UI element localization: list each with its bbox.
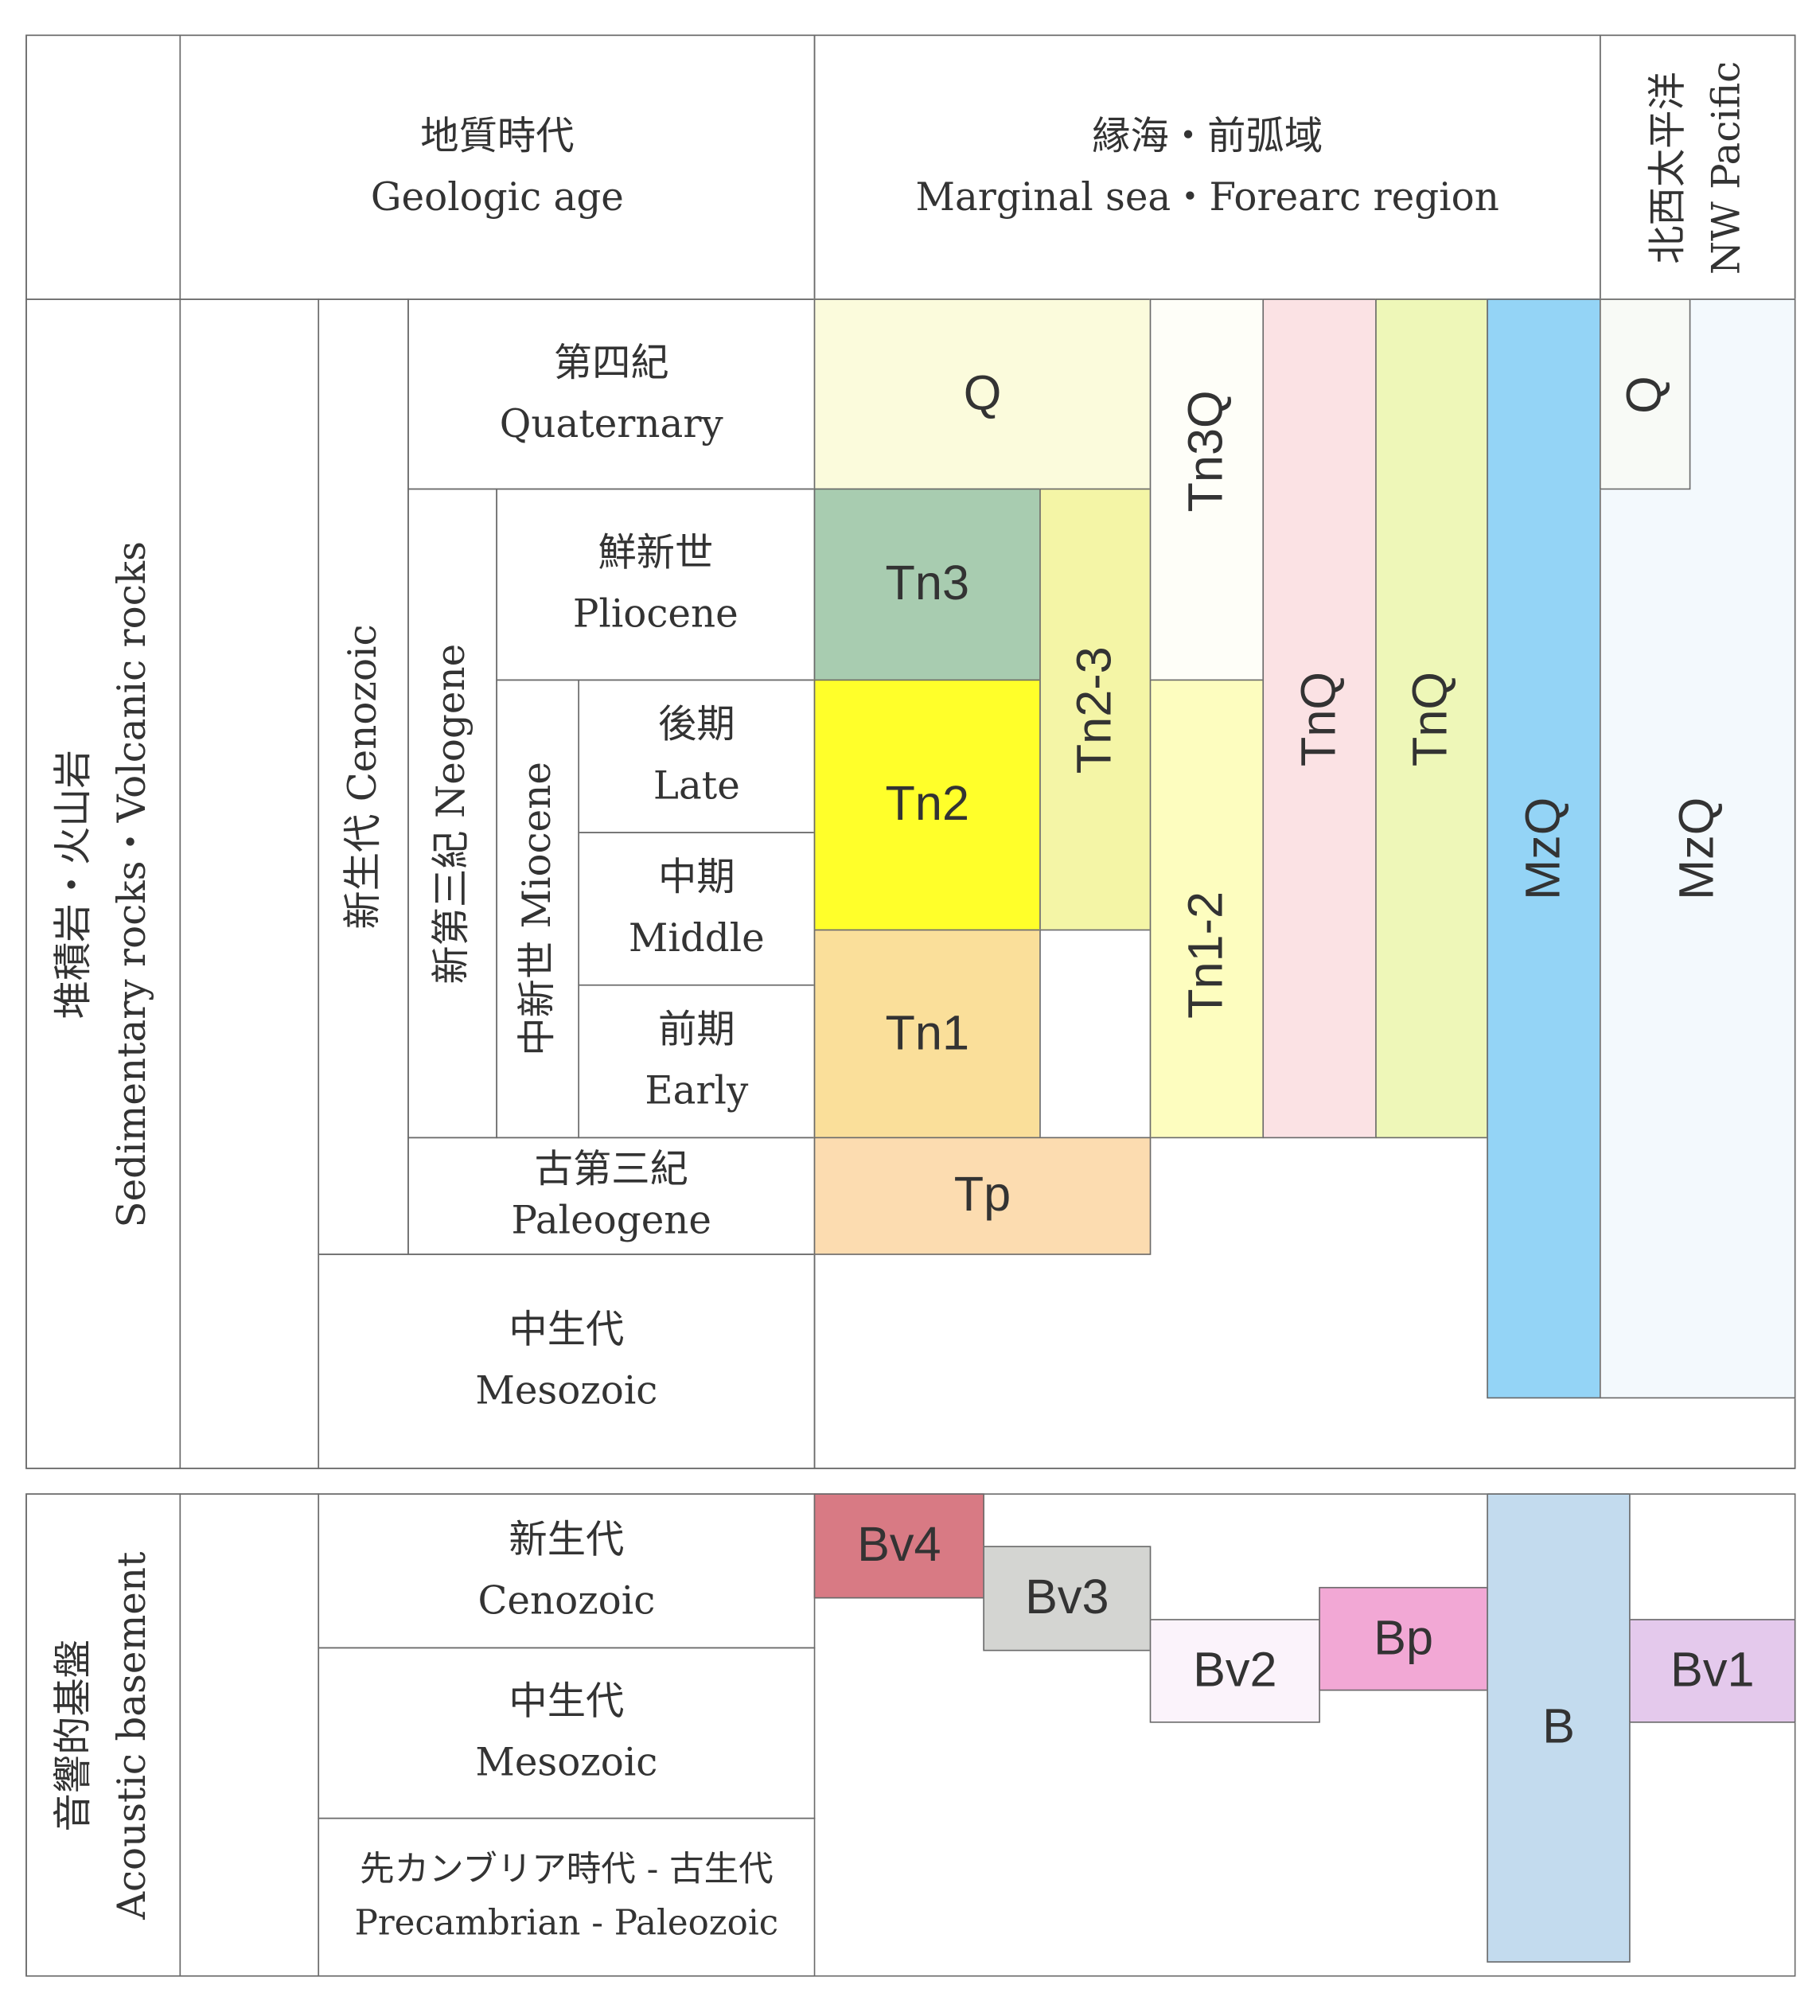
label: Marginal sea・Forearc region xyxy=(915,174,1499,220)
label: Q xyxy=(963,366,1002,421)
cenozoic-col: 新生代 Cenozoic xyxy=(318,298,409,1255)
label: 音響的基盤 xyxy=(50,1639,95,1831)
unit-TnQ-1: TnQ xyxy=(1262,298,1377,1139)
label: Bv3 xyxy=(1025,1570,1109,1625)
unit-Tp: Tp xyxy=(813,1137,1152,1255)
unit-Q-pacific: Q xyxy=(1600,298,1691,490)
label: Bp xyxy=(1374,1611,1434,1666)
unit-Tn3: Tn3 xyxy=(813,488,1041,681)
label: Q xyxy=(1617,375,1672,414)
label: 北西太平洋 xyxy=(1645,71,1690,263)
paleogene-cell: 古第三紀 Paleogene xyxy=(407,1137,816,1255)
label: Bv1 xyxy=(1670,1643,1755,1698)
label: Bv2 xyxy=(1193,1643,1277,1698)
label: 鮮新世 xyxy=(598,530,714,576)
label: Early xyxy=(645,1069,749,1114)
label: MzQ xyxy=(1516,797,1570,900)
label: Tn2-3 xyxy=(1067,645,1122,774)
label: Tn1-2 xyxy=(1179,891,1233,1019)
label: NW Pacific xyxy=(1704,60,1749,275)
sedimentary-group: 堆積岩・火山岩 Sedimentary rocks・Volcanic rocks xyxy=(25,298,181,1469)
label: 先カンブリア時代 - 古生代 xyxy=(360,1850,774,1890)
label: Bv4 xyxy=(857,1518,941,1573)
label: Tn1 xyxy=(885,1006,970,1060)
label: 第四紀 xyxy=(553,340,669,385)
label: 前期 xyxy=(658,1007,735,1053)
label: B xyxy=(1542,1700,1575,1755)
unit-Q: Q xyxy=(813,298,1152,490)
unit-MzQ: MzQ xyxy=(1487,298,1601,1399)
unit-Bv2: Bv2 xyxy=(1149,1619,1320,1723)
label: 縁海・前弧域 xyxy=(1092,113,1323,158)
label: Tn3 xyxy=(885,556,970,611)
label: 中期 xyxy=(658,855,735,900)
unit-Bv3: Bv3 xyxy=(983,1546,1152,1651)
label: Late xyxy=(653,763,740,809)
label: Sedimentary rocks・Volcanic rocks xyxy=(109,540,155,1227)
basement-group: 音響的基盤 Acoustic basement xyxy=(25,1493,181,1977)
label: 新第三紀 Neogene xyxy=(429,643,474,984)
blank-col xyxy=(179,298,320,1469)
unit-Bp: Bp xyxy=(1319,1586,1488,1691)
label: Paleogene xyxy=(511,1198,712,1244)
label: MzQ xyxy=(1670,797,1725,900)
header-nw-pacific: 北西太平洋 NW Pacific xyxy=(1600,34,1796,300)
unit-Bv1: Bv1 xyxy=(1629,1619,1796,1723)
pliocene-cell: 鮮新世 Pliocene xyxy=(496,488,816,681)
early-cell: 前期 Early xyxy=(578,984,816,1139)
header-blank xyxy=(25,34,181,300)
unit-Tn1-2: Tn1-2 xyxy=(1149,679,1265,1139)
neogene-col: 新第三紀 Neogene xyxy=(407,488,497,1139)
unit-Bv4: Bv4 xyxy=(813,1493,984,1599)
label: Tn2 xyxy=(885,777,970,832)
label: TnQ xyxy=(1292,671,1346,766)
label: Mesozoic xyxy=(475,1369,658,1414)
label: 新生代 Cenozoic xyxy=(340,624,385,930)
unit-Tn3Q: Tn3Q xyxy=(1149,298,1265,681)
unit-Tn2-3: Tn2-3 xyxy=(1039,488,1152,931)
label: Tp xyxy=(953,1168,1011,1222)
label: 中生代 xyxy=(509,1679,625,1725)
label: 中新世 Miocene xyxy=(514,762,560,1056)
label: Mesozoic xyxy=(475,1741,658,1786)
basement-precambrian: 先カンブリア時代 - 古生代 Precambrian - Paleozoic xyxy=(318,1817,816,1977)
header-geologic-age: 地質時代 Geologic age xyxy=(179,34,816,300)
blank-col xyxy=(179,1493,320,1977)
label: 新生代 xyxy=(509,1517,625,1562)
label: 古第三紀 xyxy=(534,1147,688,1192)
basement-mesozoic: 中生代 Mesozoic xyxy=(318,1647,816,1819)
label: Geologic age xyxy=(370,174,624,220)
label: Middle xyxy=(628,916,765,961)
label: 中生代 xyxy=(509,1307,625,1353)
unit-TnQ-2: TnQ xyxy=(1375,298,1488,1139)
unit-Tn1: Tn1 xyxy=(813,929,1041,1139)
mesozoic-cell: 中生代 Mesozoic xyxy=(318,1254,816,1469)
late-cell: 後期 Late xyxy=(578,679,816,833)
unit-Tn2: Tn2 xyxy=(813,679,1041,931)
unit-B: B xyxy=(1487,1493,1631,1963)
label: 地質時代 xyxy=(420,113,575,158)
label: Tn3Q xyxy=(1179,391,1233,513)
basement-cenozoic: 新生代 Cenozoic xyxy=(318,1493,816,1649)
label: Quaternary xyxy=(499,401,723,447)
label: Precambrian - Paleozoic xyxy=(354,1903,779,1944)
label: 後期 xyxy=(658,702,735,747)
quaternary-cell: 第四紀 Quaternary xyxy=(407,298,816,490)
unit-blank xyxy=(1039,929,1152,1139)
header-marginal-sea: 縁海・前弧域 Marginal sea・Forearc region xyxy=(813,34,1601,300)
label: 堆積岩・火山岩 xyxy=(50,749,95,1019)
label: Acoustic basement xyxy=(109,1550,155,1920)
middle-cell: 中期 Middle xyxy=(578,832,816,986)
label: TnQ xyxy=(1404,671,1459,766)
miocene-col: 中新世 Miocene xyxy=(496,679,579,1139)
label: Pliocene xyxy=(572,592,739,638)
label: Cenozoic xyxy=(477,1578,656,1624)
